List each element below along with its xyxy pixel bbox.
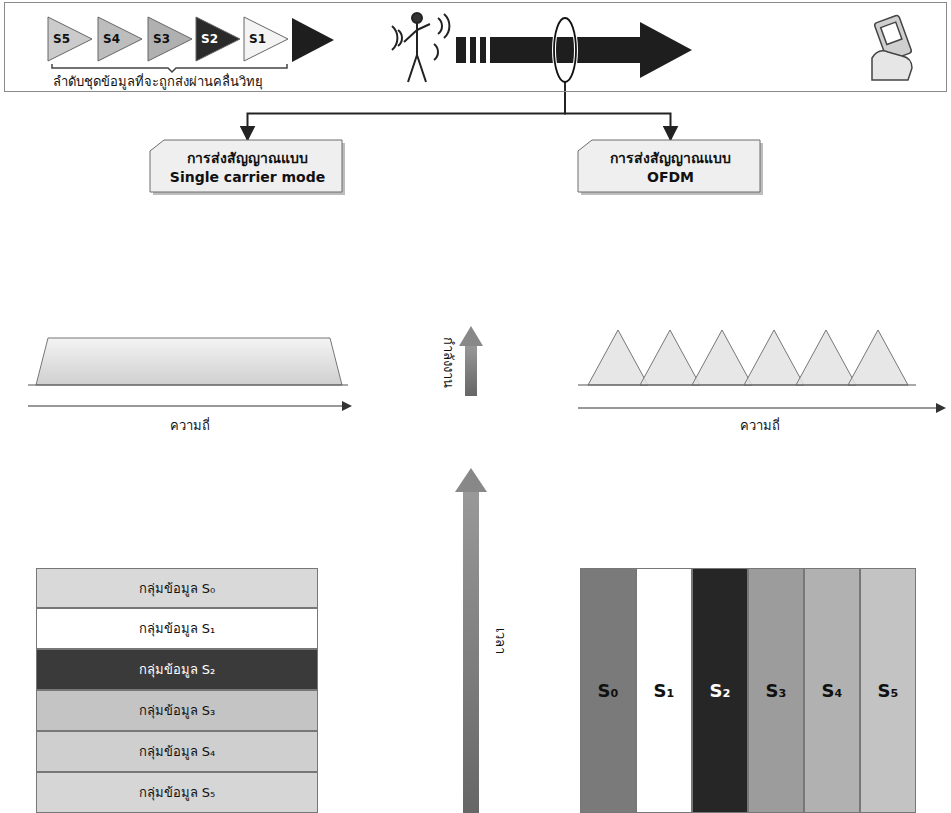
time-slot-row: กลุ่มข้อมูล S₅ <box>36 772 318 813</box>
time-slot-row: กลุ่มข้อมูล S₀ <box>36 568 318 608</box>
node-text: S₅ <box>878 680 899 701</box>
time-arrow <box>455 468 487 813</box>
mode-tab: การส่งสัญญาณแบบ OFDM <box>578 140 763 195</box>
subcarrier-column: S₃ <box>748 568 804 813</box>
tab-outline <box>150 140 345 195</box>
node-text: S₄ <box>822 680 843 701</box>
time-slot-row: กลุ่มข้อมูล S₂ <box>36 649 318 690</box>
data-triangle <box>292 18 334 62</box>
data-triangle: S3 <box>148 17 192 61</box>
data-triangle: S1 <box>244 17 288 61</box>
data-triangle: S2 <box>196 17 240 61</box>
subcarrier-column: S₂ <box>692 568 748 813</box>
time-slot-row: กลุ่มข้อมูล S₁ <box>36 608 318 649</box>
node-text: S5 <box>53 32 70 46</box>
tab-outline <box>578 140 763 195</box>
mode-tab: การส่งสัญญาณแบบ Single carrier mode <box>150 140 345 195</box>
node-text: กลุ่มข้อมูล S₄ <box>139 741 216 762</box>
node-text: กลุ่มข้อมูล S₀ <box>139 578 216 599</box>
node-text: S₀ <box>598 680 619 701</box>
data-triangle: S5 <box>48 17 92 61</box>
receiver-figure <box>872 15 912 80</box>
node-text: S₃ <box>766 680 787 701</box>
tap-line <box>564 82 566 92</box>
subcarrier-column: S₄ <box>804 568 860 813</box>
tap-ring <box>554 18 576 82</box>
split-connector <box>248 92 566 140</box>
brace <box>52 64 287 72</box>
sequence-panel: ลำดับชุดข้อมูลที่จะถูกส่งผ่านคลื่นวิทยุ S… <box>4 2 947 92</box>
axis-label-vertical: กำลังงาน <box>438 337 459 388</box>
node-text: S1 <box>249 32 266 46</box>
node-text: S₂ <box>710 680 731 701</box>
time-slot-row: กลุ่มข้อมูล S₃ <box>36 690 318 731</box>
node-text: กลุ่มข้อมูล S₁ <box>139 618 216 639</box>
node-text: การส่งสัญญาณแบบ Single carrier mode <box>165 149 330 185</box>
subcarrier-column: S₅ <box>860 568 916 813</box>
split-connector <box>565 92 671 140</box>
subcarrier-column: S₁ <box>636 568 692 813</box>
node-text: การส่งสัญญาณแบบ OFDM <box>593 149 748 185</box>
tap-ring <box>554 18 576 82</box>
axis-label: ความถี่ <box>740 415 780 436</box>
frequency-axis <box>578 407 936 408</box>
power-arrow <box>459 326 483 396</box>
baseline <box>578 384 916 385</box>
axis-label: ความถี่ <box>170 415 210 436</box>
sequence-caption: ลำดับชุดข้อมูลที่จะถูกส่งผ่านคลื่นวิทยุ <box>53 71 263 92</box>
single-carrier-spectrum <box>28 338 352 411</box>
ofdm-spectrum <box>588 330 908 385</box>
node-text: S₁ <box>654 680 675 701</box>
data-triangle: S4 <box>98 17 142 61</box>
time-slot-row: กลุ่มข้อมูล S₄ <box>36 731 318 772</box>
axis-label-vertical: เวลา <box>490 627 511 653</box>
node-text: S2 <box>201 32 218 46</box>
axis-arrowhead <box>936 403 946 413</box>
transmitter-figure <box>392 13 449 82</box>
subcarrier-column: S₀ <box>580 568 636 813</box>
node-text: กลุ่มข้อมูล S₂ <box>139 659 216 680</box>
node-text: กลุ่มข้อมูล S₅ <box>139 782 216 803</box>
node-text: กลุ่มข้อมูล S₃ <box>139 700 216 721</box>
node-text: S3 <box>153 32 170 46</box>
node-text: S4 <box>103 32 120 46</box>
